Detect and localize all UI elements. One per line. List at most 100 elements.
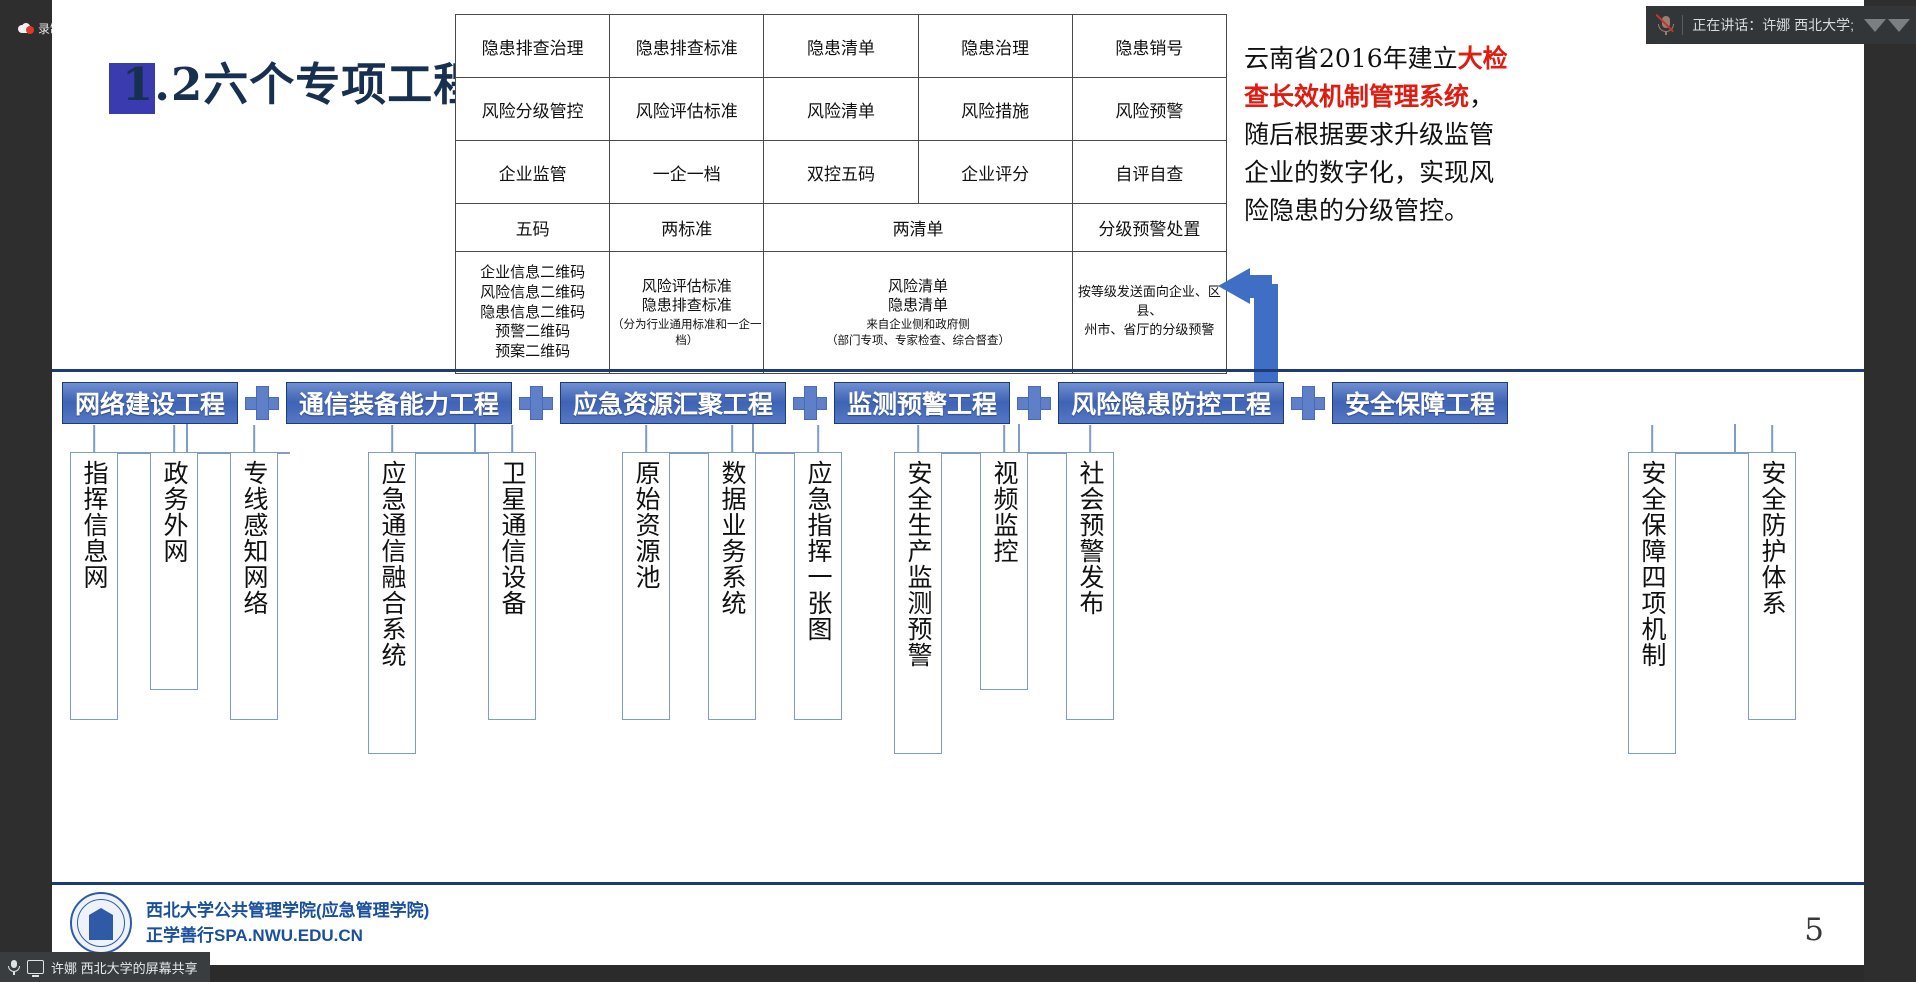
table-row: 风险分级管控 风险评估标准 风险清单 风险措施 风险预警 <box>454 77 1228 141</box>
table-row: 隐患排查治理 隐患排查标准 隐患清单 隐患治理 隐患销号 <box>454 14 1228 78</box>
cell-r5c1-codes: 企业信息二维码风险信息二维码隐患信息二维码预警二维码预案二维码 <box>454 251 611 374</box>
cell-r5c2-standards: 风险评估标准隐患排查标准 （分为行业通用标准和一企一档） <box>609 251 765 374</box>
leaf-item[interactable]: 数据业务系统 <box>708 425 756 720</box>
left-rail <box>0 0 52 982</box>
note-part2: ，随后根据要求升级监管企业的数字化，实现风险隐患的分级管控。 <box>1244 82 1495 225</box>
right-annotation: 云南省2016年建立大检查长效机制管理系统，随后根据要求升级监管企业的数字化，实… <box>1244 40 1512 230</box>
cell-r2c5: 风险预警 <box>1071 77 1228 141</box>
plus-icon <box>245 386 280 420</box>
banner-communication-equipment[interactable]: 通信装备能力工程 <box>286 382 513 424</box>
right-rail <box>1864 0 1916 982</box>
leaf-item[interactable]: 原始资源池 <box>622 425 670 720</box>
table-row: 企业监管 一企一档 双控五码 企业评分 自评自查 <box>454 140 1228 204</box>
leaf-item[interactable]: 视频监控 <box>980 425 1028 690</box>
share-status-label: 许娜 西北大学的屏幕共享 <box>51 960 198 976</box>
group-communication-equipment: 应急通信融合系统 卫星通信设备 <box>362 424 602 754</box>
plus-icon <box>1017 386 1052 420</box>
project-subitems: 指挥信息网 政务外网 专线感知网络 应急通信融合系统 卫星通信设备 原始资源池 … <box>62 424 1862 754</box>
leaf-item[interactable]: 专线感知网络 <box>230 425 278 720</box>
divider-top <box>52 369 1864 372</box>
active-speaker-pill[interactable]: 正在讲话：许娜 西北大学; <box>1646 6 1916 44</box>
codes-list: 企业信息二维码风险信息二维码隐患信息二维码预警二维码预案二维码 <box>480 263 586 361</box>
banner-label: 监测预警工程 <box>847 390 998 419</box>
cell-r4c4: 分级预警处置 <box>1071 203 1228 252</box>
footer-motto-url: 正学善行SPA.NWU.EDU.CN <box>146 926 363 945</box>
active-speaker-label: 正在讲话：许娜 西北大学; <box>1692 17 1854 33</box>
banner-label: 安全保障工程 <box>1345 390 1496 419</box>
cell-r1c2: 隐患排查标准 <box>609 14 765 78</box>
cell-r4c3: 两清单 <box>763 203 1073 252</box>
standards-main: 风险评估标准隐患排查标准 <box>641 276 732 315</box>
cell-r4c1: 五码 <box>454 203 611 252</box>
divider <box>1682 15 1684 35</box>
note-part1: 云南省2016年建立 <box>1244 44 1458 73</box>
cell-r1c4: 隐患治理 <box>917 14 1073 78</box>
plus-icon <box>793 386 828 420</box>
lists-note: （部门专项、专家检查、综合督查） <box>826 333 1011 348</box>
cell-r3c5: 自评自查 <box>1071 140 1228 204</box>
banner-label: 网络建设工程 <box>75 390 226 419</box>
leaf-item[interactable]: 应急指挥一张图 <box>794 425 842 720</box>
banner-risk-hazard-control[interactable]: 风险隐患防控工程 <box>1058 382 1285 424</box>
cell-r3c2: 一企一档 <box>609 140 765 204</box>
leaf-item[interactable]: 安全保障四项机制 <box>1628 425 1676 754</box>
banner-network-construction[interactable]: 网络建设工程 <box>62 382 239 424</box>
lists-sub: 来自企业侧和政府侧 <box>866 317 970 332</box>
cell-r2c2: 风险评估标准 <box>609 77 765 141</box>
banner-safety-assurance[interactable]: 安全保障工程 <box>1332 382 1509 424</box>
cell-r3c3: 双控五码 <box>763 140 919 204</box>
plus-icon <box>1291 386 1326 420</box>
divider-bottom <box>52 882 1864 885</box>
banner-monitoring-warning[interactable]: 监测预警工程 <box>834 382 1011 424</box>
note-highlight: 大检查长效机制管理系统 <box>1244 44 1508 111</box>
banner-emergency-resources[interactable]: 应急资源汇聚工程 <box>560 382 787 424</box>
leaf-item[interactable]: 应急通信融合系统 <box>368 425 416 754</box>
cell-r2c3: 风险清单 <box>763 77 919 141</box>
table-row: 企业信息二维码风险信息二维码隐患信息二维码预警二维码预案二维码 风险评估标准隐患… <box>454 251 1228 374</box>
cell-r2c4: 风险措施 <box>917 77 1073 141</box>
title-accent-square <box>109 63 155 114</box>
school-footer: 西北大学公共管理学院(应急管理学院) 正学善行SPA.NWU.EDU.CN <box>70 892 429 954</box>
leaf-item[interactable]: 政务外网 <box>150 425 198 690</box>
blue-arrow-icon <box>1218 248 1286 388</box>
leaf-item[interactable]: 安全防护体系 <box>1748 425 1796 720</box>
cell-r2c1: 风险分级管控 <box>454 77 611 141</box>
page-number: 5 <box>1804 912 1824 948</box>
cell-r4c2: 两标准 <box>609 203 765 252</box>
screen-share-status-bar: 许娜 西北大学的屏幕共享 <box>0 952 210 982</box>
group-network-construction: 指挥信息网 政务外网 专线感知网络 <box>70 424 320 754</box>
banner-label: 通信装备能力工程 <box>299 390 500 419</box>
banner-label: 应急资源汇聚工程 <box>573 390 774 419</box>
group-monitoring-warning: 安全生产监测预警 视频监控 社会预警发布 <box>882 424 1152 754</box>
cell-r1c3: 隐患清单 <box>763 14 919 78</box>
standards-note: （分为行业通用标准和一企一档） <box>612 317 762 348</box>
table-row: 五码 两标准 两清单 分级预警处置 <box>454 203 1228 252</box>
screen-share-icon[interactable] <box>27 960 44 977</box>
mic-muted-icon[interactable] <box>1655 13 1676 37</box>
six-projects-table: 隐患排查治理 隐患排查标准 隐患清单 隐患治理 隐患销号 风险分级管控 风险评估… <box>454 14 1228 374</box>
page-title: 1.2六个专项工程 <box>122 58 480 111</box>
warning-note: 按等级发送面向企业、区县、州市、省厅的分级预警 <box>1077 285 1221 338</box>
slide-canvas: 1.2六个专项工程 隐患排查治理 隐患排查标准 隐患清单 隐患治理 隐患销号 风… <box>52 0 1864 965</box>
cell-r3c1: 企业监管 <box>454 140 611 204</box>
lists-main: 风险清单隐患清单 <box>888 276 949 315</box>
banner-label: 风险隐患防控工程 <box>1071 390 1272 419</box>
university-seal-icon <box>70 892 132 954</box>
leaf-item[interactable]: 社会预警发布 <box>1066 425 1114 720</box>
collapse-chevrons-icon[interactable] <box>1864 18 1910 32</box>
cell-r3c4: 企业评分 <box>917 140 1073 204</box>
footer-school-name: 西北大学公共管理学院(应急管理学院) <box>146 900 430 920</box>
leaf-item[interactable]: 安全生产监测预警 <box>894 425 942 754</box>
cell-r1c5: 隐患销号 <box>1071 14 1228 78</box>
project-banner-row: 网络建设工程 通信装备能力工程 应急资源汇聚工程 监测预警工程 风险隐患防控工程… <box>62 382 1862 424</box>
leaf-item[interactable]: 指挥信息网 <box>70 425 118 720</box>
cloud-record-icon <box>18 23 34 34</box>
group-emergency-resources: 原始资源池 数据业务系统 应急指挥一张图 <box>612 424 882 754</box>
cell-r5c3-lists: 风险清单隐患清单 来自企业侧和政府侧 （部门专项、专家检查、综合督查） <box>763 251 1073 374</box>
group-safety-assurance: 安全保障四项机制 安全防护体系 <box>1622 424 1862 754</box>
leaf-item[interactable]: 卫星通信设备 <box>488 425 536 720</box>
microphone-icon[interactable] <box>8 959 20 975</box>
cell-r1c1: 隐患排查治理 <box>454 14 611 78</box>
cell-r5c4-warning: 按等级发送面向企业、区县、州市、省厅的分级预警 <box>1071 251 1228 374</box>
